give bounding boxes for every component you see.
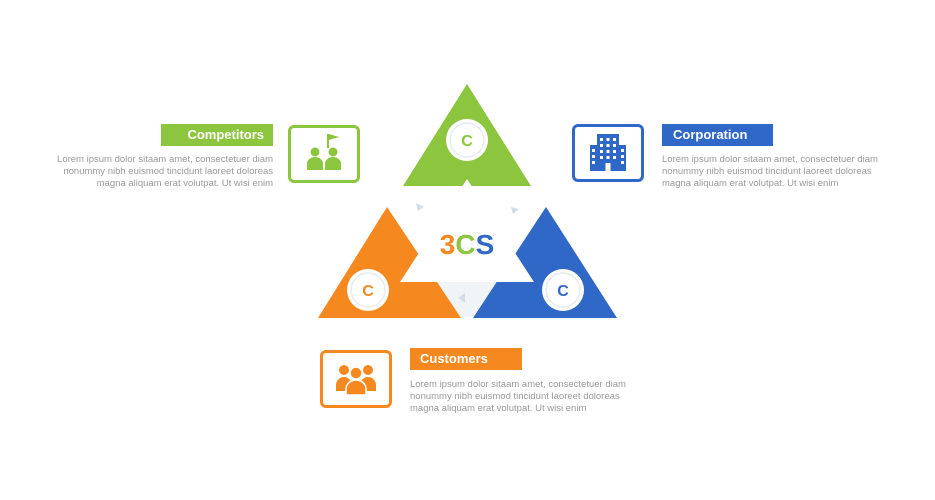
corporation-description: Lorem ipsum dolor sitaam amet, consectet… xyxy=(662,154,882,190)
center-title-part-1: 3 xyxy=(440,229,456,260)
competitors-desc-line: nonummy nibh euismod tincidunt laoreet d… xyxy=(63,166,273,177)
center-title: 3CS xyxy=(440,229,495,260)
customers-desc-line: Lorem ipsum dolor sitaam amet, consectet… xyxy=(410,379,626,390)
center-title-part-3: S xyxy=(476,229,495,260)
center-title-part-2: C xyxy=(455,229,475,260)
competitors-badge-letter: C xyxy=(461,133,473,150)
corporation-desc-line: nonummy nibh euismod tincidunt laoreet d… xyxy=(662,166,872,177)
customers-desc-line: magna aliquam erat volutpat. Ut wisi eni… xyxy=(410,403,587,414)
customers-desc-line: nonummy nibh euismod tincidunt laoreet d… xyxy=(410,391,620,402)
corporation-desc-line: magna aliquam erat volutpat. Ut wisi eni… xyxy=(662,178,839,189)
cycle-arrow-right xyxy=(511,207,519,214)
competitors-icon-box xyxy=(288,125,360,183)
corporation-desc-line: Lorem ipsum dolor sitaam amet, consectet… xyxy=(662,154,878,165)
team-flag-icon xyxy=(307,134,341,170)
people-group-icon xyxy=(336,365,376,396)
competitors-desc-line: Lorem ipsum dolor sitaam amet, consectet… xyxy=(57,154,273,165)
competitors-desc-line: magna aliquam erat volutpat. Ut wisi eni… xyxy=(96,178,273,189)
customers-badge xyxy=(347,269,389,311)
corporation-badge xyxy=(542,269,584,311)
competitors-label: Competitors xyxy=(161,124,273,146)
customers-icon-box xyxy=(320,350,392,408)
customers-description: Lorem ipsum dolor sitaam amet, consectet… xyxy=(410,379,630,415)
center-triangle xyxy=(400,179,534,282)
corporation-badge-letter: C xyxy=(557,283,569,300)
corporation-label: Corporation xyxy=(662,124,773,146)
customers-label: Customers xyxy=(410,348,522,370)
cycle-arrow-bottom xyxy=(458,293,465,303)
customers-badge-letter: C xyxy=(362,283,374,300)
competitors-badge xyxy=(446,119,488,161)
competitors-description: Lorem ipsum dolor sitaam amet, consectet… xyxy=(53,154,273,190)
corporation-icon-box xyxy=(572,124,644,182)
cycle-arrow-left xyxy=(416,203,424,211)
office-building-icon xyxy=(590,134,626,171)
